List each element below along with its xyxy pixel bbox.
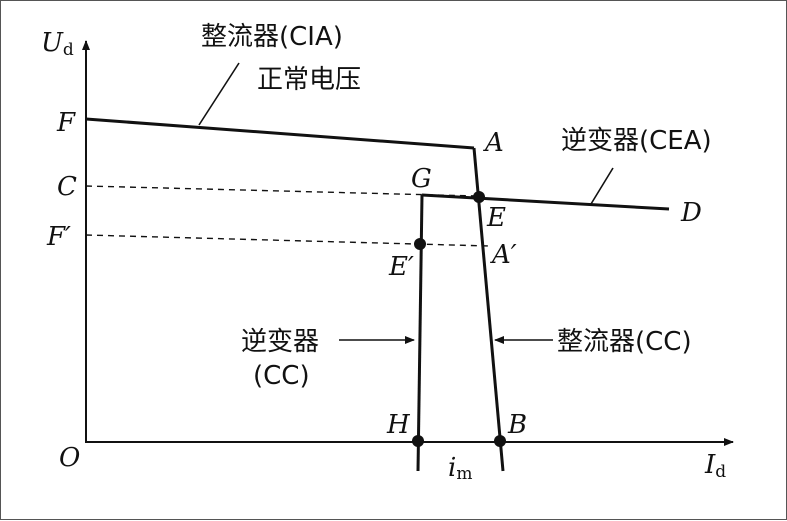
point-f-prime-label: F′ bbox=[46, 222, 71, 252]
point-a-prime-label: A′ bbox=[490, 240, 517, 270]
rectifier-cia-annotation: 整流器(CIA) bbox=[201, 22, 343, 52]
leader-rectifier-cia bbox=[198, 62, 240, 126]
normal-voltage-annotation: 正常电压 bbox=[257, 65, 361, 95]
point-e-prime-label: E′ bbox=[388, 252, 414, 282]
point-c-label: C bbox=[57, 172, 77, 202]
dashed-line-f-prime bbox=[85, 234, 490, 247]
point-g-label: G bbox=[411, 164, 432, 194]
point-b-label: B bbox=[507, 410, 527, 440]
inverter-cea-annotation: 逆变器(CEA) bbox=[561, 126, 712, 156]
x-axis-label: Id bbox=[704, 450, 726, 482]
inverter-cc-annotation-line1: 逆变器 bbox=[241, 327, 319, 357]
point-e-dot bbox=[473, 191, 485, 203]
rectifier-cia-line bbox=[85, 117, 475, 150]
point-d-label: D bbox=[680, 198, 702, 228]
point-b-dot bbox=[494, 435, 506, 447]
origin-label: O bbox=[59, 443, 80, 473]
inverter-cc-line bbox=[416, 194, 424, 472]
point-e-prime-dot bbox=[414, 238, 426, 250]
point-h-dot bbox=[412, 435, 424, 447]
im-label: im bbox=[448, 453, 472, 484]
inverter-cc-annotation-line2: (CC) bbox=[253, 361, 310, 391]
inverter-cea-line bbox=[421, 193, 670, 211]
point-f-label: F bbox=[56, 108, 76, 138]
leader-inverter-cea bbox=[590, 167, 614, 205]
point-h-label: H bbox=[386, 410, 411, 440]
y-axis-label: Ud bbox=[41, 28, 74, 60]
point-a-label: A bbox=[483, 128, 504, 158]
rectifier-cc-annotation: 整流器(CC) bbox=[557, 327, 692, 357]
point-e-label: E bbox=[486, 203, 506, 233]
